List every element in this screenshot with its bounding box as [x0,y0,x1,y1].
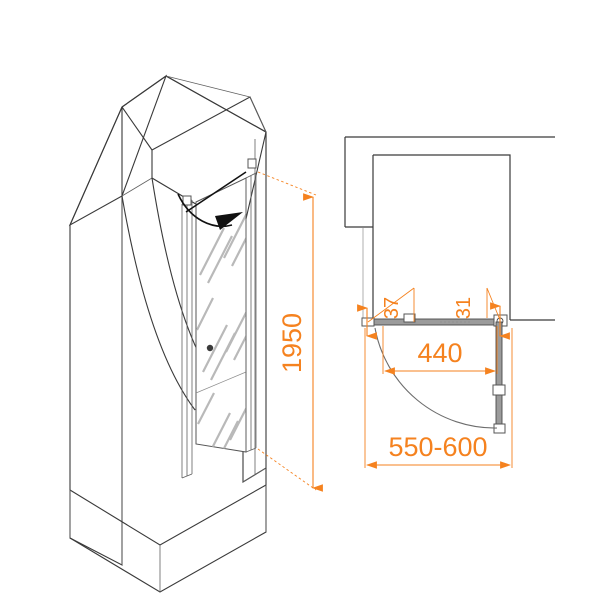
glass-reflection-hatching [196,210,246,452]
iso-door-jamb-profile [182,158,257,453]
plan-outer-wall [344,136,555,228]
iso-hinge-profile [181,199,193,479]
isometric-view [68,74,267,593]
dimension-left-gap-37: 37 [357,287,415,340]
top-pivot-block [182,195,192,206]
door-swing-arc [374,327,498,429]
top-hinge-block [247,158,257,169]
iso-glass-door-panel [195,177,247,453]
dimension-height-1950: 1950 [257,171,323,492]
dimension-right-gap-31: 31 [453,287,510,340]
iso-shower-tray [69,468,267,593]
dimension-overall-width: 550-600 [364,328,513,469]
door-handle-knob [206,344,214,352]
plan-door-panel-open [492,321,506,434]
iso-alcove-top [121,75,267,151]
plan-inner-alcove [372,154,555,321]
dimension-overall-width-label: 550-600 [388,432,487,462]
dimension-left-gap-label: 37 [381,297,403,319]
dimension-height-label: 1950 [277,313,307,373]
dimension-door-width-label: 440 [417,338,462,368]
rail-bracket-left [403,313,416,323]
door-handle-plan [492,384,506,396]
dimension-door-width-440: 440 [382,326,498,375]
dimension-right-gap-label: 31 [453,297,475,319]
plan-view: 37 31 440 550-600 [344,136,555,469]
outward-swing-arrow [177,171,247,230]
